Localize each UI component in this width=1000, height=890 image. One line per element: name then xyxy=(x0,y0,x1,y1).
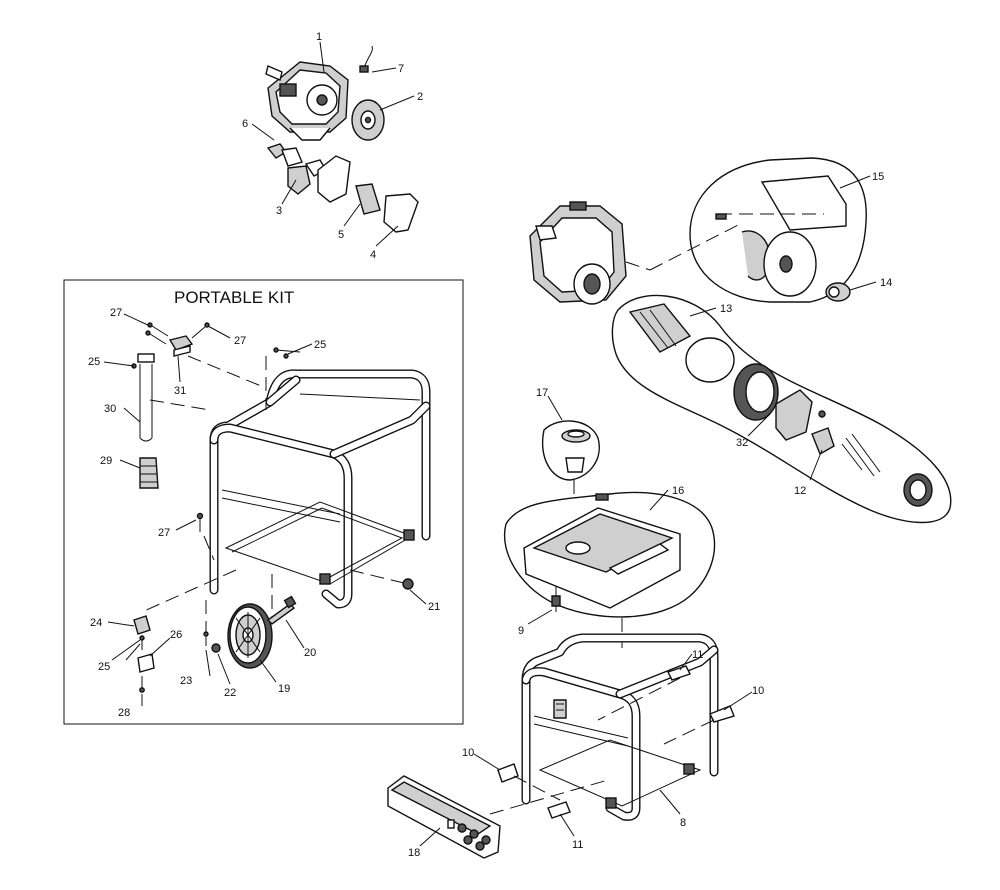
callout-8: 8 xyxy=(680,817,686,829)
callout-27a: 27 xyxy=(110,307,122,319)
callout-26: 26 xyxy=(170,629,182,641)
callout-29: 29 xyxy=(100,455,112,467)
handle-tube-icon xyxy=(131,353,155,442)
wheel-nut-icon xyxy=(203,631,221,653)
callout-10a: 10 xyxy=(752,685,764,697)
callout-5: 5 xyxy=(338,229,344,241)
handle-grip-icon xyxy=(139,457,159,489)
main-frame-icon xyxy=(521,633,719,821)
callout-25a: 25 xyxy=(314,339,326,351)
callout-30: 30 xyxy=(104,403,116,415)
callout-7: 7 xyxy=(398,63,404,75)
leader-lines xyxy=(103,41,877,847)
callout-6: 6 xyxy=(242,118,248,130)
callout-11b: 11 xyxy=(572,839,583,851)
callout-25b: 25 xyxy=(88,356,100,368)
callout-15: 15 xyxy=(872,171,884,183)
mounting-bracket-icon xyxy=(497,665,735,819)
callout-17: 17 xyxy=(536,387,548,399)
kit-screws-icon xyxy=(196,347,301,532)
alternator-icon xyxy=(529,201,627,305)
callout-numbers: 1 7 2 6 3 5 4 15 14 13 32 12 17 16 9 11 … xyxy=(88,31,892,859)
callout-1: 1 xyxy=(316,31,322,43)
flywheel-cover-icon xyxy=(351,99,385,141)
callout-28: 28 xyxy=(118,707,130,719)
callout-18: 18 xyxy=(408,847,420,859)
callout-14: 14 xyxy=(880,277,892,289)
tank-bolt-icon xyxy=(551,586,561,612)
frame-icon xyxy=(209,369,431,609)
callout-27c: 27 xyxy=(158,527,170,539)
callout-2: 2 xyxy=(417,91,423,103)
handle-bracket-icon xyxy=(145,322,210,357)
portable-kit-box xyxy=(63,279,464,725)
callout-22: 22 xyxy=(224,687,236,699)
callout-9: 9 xyxy=(518,625,524,637)
callout-24: 24 xyxy=(90,617,102,629)
callout-19: 19 xyxy=(278,683,290,695)
callout-11a: 11 xyxy=(692,649,703,661)
callout-12: 12 xyxy=(794,485,806,497)
rotor-icon xyxy=(628,303,735,383)
fuel-cap-icon xyxy=(561,429,591,473)
callout-23: 23 xyxy=(180,675,192,687)
foot-icon xyxy=(133,615,155,693)
engine-icon xyxy=(265,61,349,141)
bearing-icon xyxy=(825,282,851,302)
control-panel-icon xyxy=(387,775,501,859)
callout-20: 20 xyxy=(304,647,316,659)
spark-wire-icon xyxy=(359,45,373,73)
callout-27b: 27 xyxy=(234,335,246,347)
callout-13: 13 xyxy=(720,303,732,315)
callout-4: 4 xyxy=(370,249,376,261)
end-bell-icon xyxy=(811,427,933,507)
wheel-icon xyxy=(227,603,273,669)
kit-guide-lines xyxy=(141,355,409,640)
fuel-tank-icon xyxy=(523,493,681,609)
portable-kit-title: PORTABLE KIT xyxy=(174,288,294,307)
carburetor-icon xyxy=(266,143,327,195)
axle-bolt-icon xyxy=(266,595,297,625)
alternator-guide-lines xyxy=(625,213,824,271)
rubber-foot-icon xyxy=(402,578,414,590)
callout-31: 31 xyxy=(174,385,186,397)
stator-icon xyxy=(733,363,826,441)
callout-3: 3 xyxy=(276,205,282,217)
rotor-cover-icon xyxy=(715,175,847,297)
callout-16: 16 xyxy=(672,485,684,497)
main-frame-guide-lines xyxy=(489,677,715,815)
callout-32: 32 xyxy=(736,437,748,449)
callout-25c: 25 xyxy=(98,661,110,673)
callout-21: 21 xyxy=(428,601,440,613)
air-filter-icon xyxy=(317,155,419,233)
callout-10b: 10 xyxy=(462,747,474,759)
